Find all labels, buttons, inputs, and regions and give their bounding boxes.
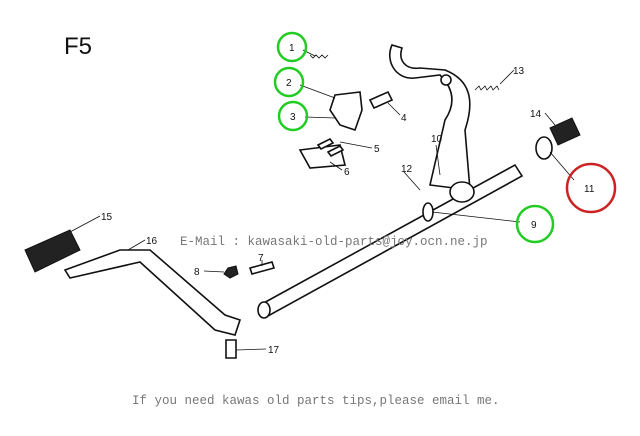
highlight-circle-2 [273,66,305,98]
shift-pedal [63,249,242,336]
callout-5: 5 [374,144,380,155]
email-watermark: E-Mail : kawasaki-old-parts@joy.ocn.ne.j… [180,235,488,249]
callout-16: 16 [146,236,158,247]
footer-text: If you need kawas old parts tips,please … [132,394,500,408]
leader-lines [69,49,575,351]
callout-3: 3 [290,112,296,123]
callout-8: 8 [194,267,200,278]
bolt [368,90,394,110]
highlight-circle-11 [565,162,617,214]
highlight-circle-1 [276,31,308,63]
pins [316,137,345,158]
callout-17: 17 [268,345,280,356]
callout-9: 9 [531,220,537,231]
callout-12: 12 [401,164,413,175]
callout-4: 4 [401,113,407,124]
callout-7: 7 [258,253,264,264]
diagram-title: F5 [64,33,92,60]
return-spring [474,85,500,91]
shift-arm [389,44,475,203]
highlight-circle-9 [515,204,555,244]
pedal-rubber [24,229,81,273]
callout-2: 2 [286,78,292,89]
callout-13: 13 [513,66,525,77]
callout-14: 14 [530,109,542,120]
collar [549,117,581,146]
highlight-circle-3 [277,100,309,132]
pedal-bolt [248,261,276,275]
callout-11: 11 [584,184,595,195]
callout-1: 1 [289,43,295,54]
nut [223,265,239,279]
callout-10: 10 [431,134,443,145]
callout-15: 15 [101,212,113,223]
bolt-17 [225,339,237,359]
oil-seal [422,202,434,222]
washer [535,136,553,160]
pawl-plate [329,91,363,132]
callout-6: 6 [344,167,350,178]
spring [309,54,329,59]
